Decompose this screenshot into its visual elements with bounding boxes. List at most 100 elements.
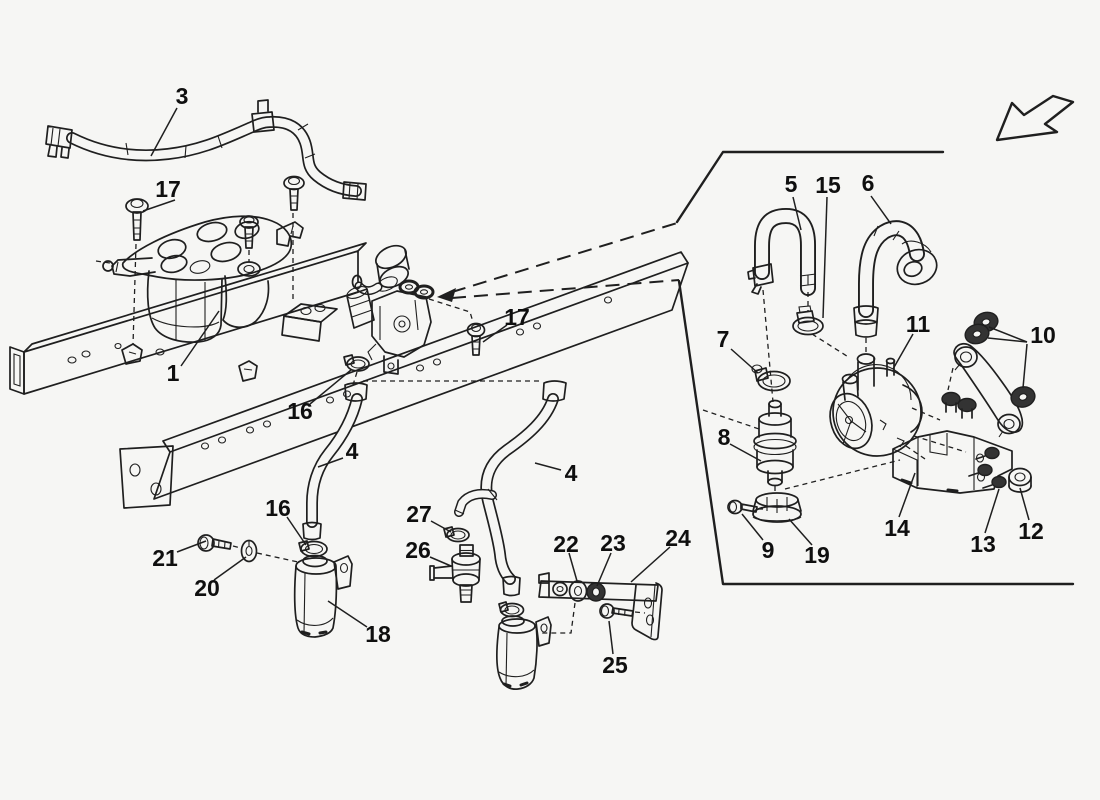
- callout-label-22[interactable]: 22: [553, 531, 579, 557]
- grommet-rings: [398, 279, 435, 300]
- callout-label-9[interactable]: 9: [762, 537, 775, 563]
- callout-label-19[interactable]: 19: [804, 542, 830, 568]
- callout-label-20[interactable]: 20: [194, 575, 220, 601]
- clamp-16-lower: [298, 540, 328, 558]
- callout-label-8[interactable]: 8: [718, 424, 731, 450]
- rail-clip: [238, 360, 258, 382]
- clamp-15: [792, 305, 824, 336]
- callout-13: 13: [970, 488, 1000, 557]
- callout-5: 5: [785, 171, 802, 231]
- callout-3: 3: [150, 83, 189, 157]
- valve-assembly: [346, 244, 539, 386]
- callout-label-5[interactable]: 5: [785, 171, 798, 197]
- bolt-canister-top: [237, 215, 261, 277]
- callout-4-left: 4: [317, 438, 359, 468]
- callout-14: 14: [884, 472, 916, 541]
- frame-rail-main: [119, 251, 689, 509]
- callout-label-15[interactable]: 15: [815, 172, 841, 198]
- air-pump-11: [829, 353, 967, 462]
- elbow-hose: [454, 488, 498, 517]
- valve-26: [429, 544, 481, 603]
- callout-23: 23: [596, 530, 626, 587]
- canister-18: [293, 554, 353, 638]
- cap-19: [752, 492, 802, 523]
- inset-panel-border: [675, 150, 1075, 586]
- callout-1: 1: [167, 310, 220, 386]
- grommets-10: [964, 311, 1036, 408]
- bolt-17-valve: [466, 322, 486, 356]
- callout-16-lower: 16: [265, 495, 307, 546]
- callout-27: 27: [406, 501, 452, 533]
- callout-label-7[interactable]: 7: [717, 326, 730, 352]
- callout-15: 15: [815, 172, 841, 319]
- callout-26: 26: [405, 537, 452, 567]
- callout-6: 6: [862, 170, 892, 225]
- pump-bracket-14: [892, 391, 1013, 494]
- clamp-7: [751, 364, 791, 392]
- callout-label-14[interactable]: 14: [884, 515, 910, 541]
- callout-label-12[interactable]: 12: [1018, 518, 1044, 544]
- hose-5: [747, 208, 851, 403]
- callout-22: 22: [553, 531, 579, 582]
- bolt-9: [727, 499, 766, 515]
- callout-24: 24: [630, 525, 691, 583]
- callout-label-13[interactable]: 13: [970, 531, 996, 557]
- callout-17-valve: 17: [482, 304, 530, 343]
- canister-arm-dash: [95, 260, 111, 264]
- callout-10: 10: [987, 322, 1056, 389]
- canister-lower: [496, 601, 576, 690]
- grommet-23: [586, 582, 606, 602]
- callout-8: 8: [718, 424, 762, 462]
- callout-18: 18: [327, 600, 391, 647]
- callout-label-1[interactable]: 1: [167, 360, 180, 386]
- callout-25: 25: [602, 620, 628, 678]
- mounting-strap: [947, 343, 1024, 438]
- washer-20: [240, 539, 299, 563]
- callout-label-23[interactable]: 23: [600, 530, 626, 556]
- nut-12: [1008, 467, 1032, 493]
- callout-9: 9: [741, 513, 775, 563]
- callout-label-10[interactable]: 10: [1030, 322, 1056, 348]
- callout-label-25[interactable]: 25: [602, 652, 628, 678]
- orientation-arrow: [995, 94, 1075, 142]
- callout-label-11[interactable]: 11: [906, 311, 931, 337]
- bracket-24: [538, 572, 663, 641]
- callout-label-24[interactable]: 24: [665, 525, 691, 551]
- callout-label-3[interactable]: 3: [176, 83, 189, 109]
- clamp-27: [443, 526, 470, 543]
- callout-label-4[interactable]: 4: [565, 460, 578, 486]
- callout-label-21[interactable]: 21: [152, 545, 178, 571]
- bolt-25: [599, 603, 646, 619]
- callout-label-16[interactable]: 16: [287, 398, 313, 424]
- callout-label-6[interactable]: 6: [862, 170, 875, 196]
- callouts: 3 17 1 16 4 17 16 21: [142, 83, 1056, 678]
- callout-label-4[interactable]: 4: [346, 438, 359, 464]
- hose-6: [853, 220, 938, 355]
- callout-16-upper: 16: [287, 369, 352, 424]
- rail-bracket: [281, 303, 338, 342]
- bolt-17-upper-right: [283, 175, 305, 303]
- callout-label-17[interactable]: 17: [155, 176, 181, 202]
- hose-4-right: [480, 380, 567, 597]
- bolt-21: [197, 534, 242, 552]
- callout-label-18[interactable]: 18: [365, 621, 391, 647]
- callout-4-right: 4: [534, 460, 578, 486]
- callout-11: 11: [892, 311, 931, 370]
- callout-label-27[interactable]: 27: [406, 501, 432, 527]
- frame-rail-upper: [9, 242, 367, 395]
- callout-12: 12: [1018, 487, 1044, 544]
- bolt-17-left: [125, 198, 149, 346]
- vent-hose-3: [45, 99, 367, 201]
- hose-4-left: [302, 382, 368, 541]
- detail-callout-arrow: [437, 222, 680, 302]
- carbon-canister-1: [102, 215, 304, 343]
- callout-7: 7: [717, 326, 759, 374]
- callout-20: 20: [194, 556, 247, 601]
- callout-17-left: 17: [142, 176, 181, 212]
- callout-label-26[interactable]: 26: [405, 537, 431, 563]
- callout-21: 21: [152, 540, 207, 571]
- callout-label-16[interactable]: 16: [265, 495, 291, 521]
- callout-label-17[interactable]: 17: [504, 304, 530, 330]
